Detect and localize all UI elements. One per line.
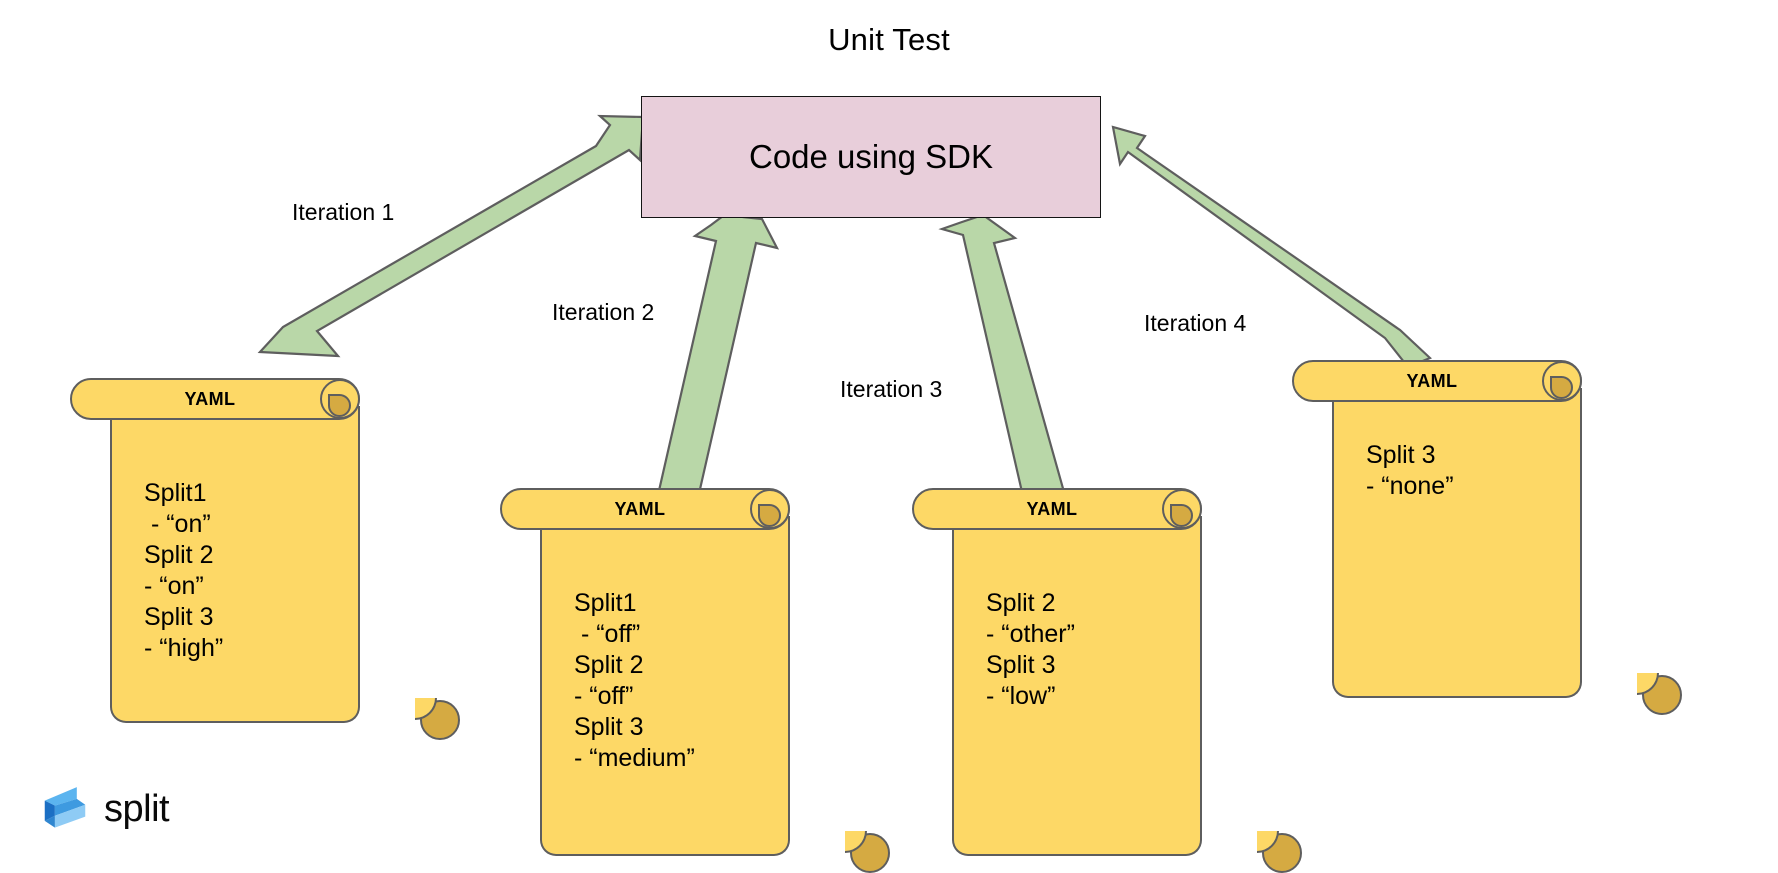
- yaml-scroll-3-header-label: YAML: [1026, 498, 1078, 519]
- yaml-scroll-3-top-curl-inner: [1170, 504, 1193, 527]
- edge-label-iteration-2: Iteration 2: [552, 299, 655, 325]
- arrow-iteration-3: [938, 213, 1066, 499]
- arrow-iteration-4: [1111, 125, 1433, 369]
- yaml-scroll-4-text: Split 3 - “none”: [1366, 441, 1454, 500]
- yaml-scroll-2: YAML Split1 - “off” Split 2 - “off” Spli…: [500, 488, 890, 873]
- edge-label-iteration-3: Iteration 3: [840, 376, 943, 402]
- split-wordmark: split: [104, 788, 170, 830]
- yaml-scroll-4: YAML Split 3 - “none”: [1292, 360, 1682, 740]
- yaml-scroll-1-header: YAML: [70, 378, 360, 420]
- edge-label-iteration-1: Iteration 1: [292, 199, 395, 225]
- yaml-scroll-2-top-curl-inner: [758, 504, 781, 527]
- edge-label-iteration-4: Iteration 4: [1144, 310, 1247, 336]
- yaml-scroll-2-text: Split1 - “off” Split 2 - “off” Split 3 -…: [574, 589, 695, 772]
- code-using-sdk-label: Code using SDK: [749, 137, 993, 175]
- yaml-scroll-3-header: YAML: [912, 488, 1202, 530]
- yaml-scroll-2-header: YAML: [500, 488, 790, 530]
- yaml-scroll-3-top-curl: [1162, 489, 1202, 529]
- yaml-scroll-3: YAML Split 2 - “other” Split 3 - “low”: [912, 488, 1302, 873]
- code-using-sdk-node: Code using SDK: [641, 96, 1101, 218]
- diagram-title: Unit Test: [828, 22, 950, 57]
- yaml-scroll-1-text: Split1 - “on” Split 2 - “on” Split 3 - “…: [144, 479, 224, 662]
- yaml-scroll-3-bottom-curl: [1262, 833, 1302, 873]
- yaml-scroll-4-header-label: YAML: [1406, 370, 1458, 391]
- yaml-scroll-3-body: [952, 516, 1202, 856]
- arrow-iteration-2: [653, 208, 780, 505]
- split-logo: split: [38, 782, 170, 836]
- yaml-scroll-4-top-curl-inner: [1550, 376, 1573, 399]
- yaml-scroll-2-header-label: YAML: [614, 498, 666, 519]
- split-chevron-logo-icon: [44, 787, 86, 828]
- yaml-scroll-3-text: Split 2 - “other” Split 3 - “low”: [986, 589, 1075, 710]
- yaml-scroll-4-header: YAML: [1292, 360, 1582, 402]
- yaml-scroll-1-body: [110, 406, 360, 723]
- yaml-scroll-1-header-label: YAML: [184, 388, 236, 409]
- yaml-scroll-4-bottom-curl: [1642, 675, 1682, 715]
- yaml-scroll-2-body: [540, 516, 790, 856]
- yaml-scroll-4-body: [1332, 388, 1582, 698]
- yaml-scroll-1-top-curl-inner: [328, 394, 351, 417]
- yaml-scroll-1: YAML Split1 - “on” Split 2 - “on” Split …: [70, 378, 460, 748]
